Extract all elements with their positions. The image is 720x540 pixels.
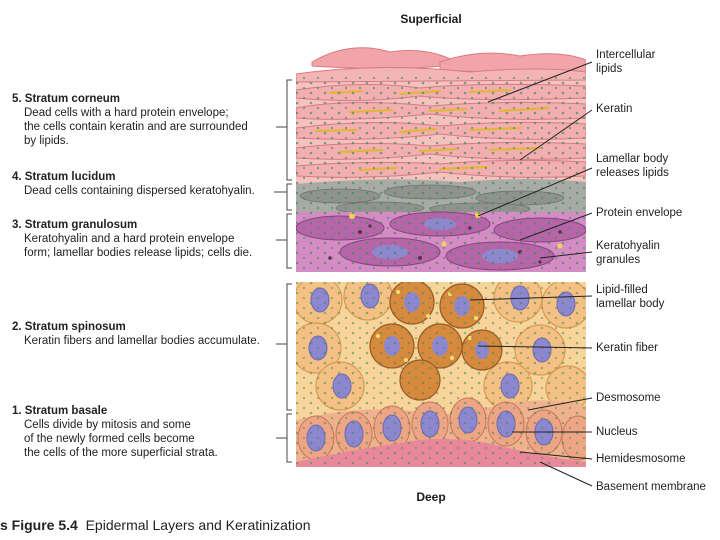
label-line: Nucleus xyxy=(596,426,638,438)
desc-line: Dead cells containing dispersed keratohy… xyxy=(24,185,255,197)
left-leader-lines xyxy=(274,126,287,439)
label-line: lipids xyxy=(596,63,623,75)
label-keratohyalin-granules: Keratohyalin granules xyxy=(596,239,660,267)
label-line: granules xyxy=(596,254,641,266)
layer-stratum-corneum: 5. Stratum corneum Dead cells with a har… xyxy=(12,92,248,148)
desc-line: Dead cells with a hard protein envelope; xyxy=(24,107,229,119)
desc-line: Keratin fibers and lamellar bodies accum… xyxy=(24,335,260,347)
figure-title: Epidermal Layers and Keratinization xyxy=(85,517,311,533)
layer-desc: Cells divide by mitosis and some of the … xyxy=(12,418,218,460)
lower-strata xyxy=(296,282,586,467)
layer-title: 4. Stratum lucidum xyxy=(12,171,116,183)
label-basement-membrane: Basement membrane xyxy=(596,480,706,494)
layer-title: 3. Stratum granulosum xyxy=(12,219,138,231)
label-keratin: Keratin xyxy=(596,102,632,116)
layer-desc: Dead cells containing dispersed keratohy… xyxy=(12,184,255,198)
label-line: lamellar body xyxy=(596,298,665,310)
label-line: Lipid-filled xyxy=(596,284,648,296)
deep-label: Deep xyxy=(416,490,446,504)
desc-line: Cells divide by mitosis and some xyxy=(24,419,191,431)
desc-line: Keratohyalin and a hard protein envelope xyxy=(24,233,235,245)
layer-stratum-granulosum: 3. Stratum granulosum Keratohyalin and a… xyxy=(12,218,252,260)
layer-desc: Keratin fibers and lamellar bodies accum… xyxy=(12,334,260,348)
right-leader-lines xyxy=(469,61,593,487)
layer-stratum-spinosum: 2. Stratum spinosum Keratin fibers and l… xyxy=(12,320,260,348)
layer-desc: Keratohyalin and a hard protein envelope… xyxy=(12,232,252,260)
layer-desc: Dead cells with a hard protein envelope;… xyxy=(12,106,248,148)
label-line: Intercellular xyxy=(596,49,656,61)
figure-caption: s Figure 5.4 Epidermal Layers and Kerati… xyxy=(0,517,311,533)
layer-brackets xyxy=(286,79,292,463)
label-line: Keratin fiber xyxy=(596,342,659,354)
label-protein-envelope: Protein envelope xyxy=(596,206,682,220)
layer-stratum-lucidum: 4. Stratum lucidum Dead cells containing… xyxy=(12,170,255,198)
label-keratin-fiber: Keratin fiber xyxy=(596,341,658,355)
desc-line: form; lamellar bodies release lipids; ce… xyxy=(24,247,253,259)
upper-strata xyxy=(296,47,586,272)
desmosome-dots xyxy=(296,282,586,467)
layer-stratum-basale: 1. Stratum basale Cells divide by mitosi… xyxy=(12,404,218,460)
label-line: Hemidesmosome xyxy=(596,453,686,465)
layer-title: 2. Stratum spinosum xyxy=(12,321,126,333)
label-line: Protein envelope xyxy=(596,207,683,219)
label-line: Keratin xyxy=(596,103,633,115)
label-lipid-filled-lamellar-body: Lipid-filled lamellar body xyxy=(596,283,664,311)
layer-title: 1. Stratum basale xyxy=(12,405,108,417)
desc-line: by lipids. xyxy=(24,135,69,147)
label-hemidesmosome: Hemidesmosome xyxy=(596,452,685,466)
label-line: releases lipids xyxy=(596,167,669,179)
label-line: Lamellar body xyxy=(596,153,669,165)
label-line: Basement membrane xyxy=(596,481,706,493)
label-line: Keratohyalin xyxy=(596,240,660,252)
figure-number: s Figure 5.4 xyxy=(0,517,78,533)
desc-line: the cells contain keratin and are surrou… xyxy=(24,121,248,133)
label-lamellar-body-releases-lipids: Lamellar body releases lipids xyxy=(596,152,669,180)
desc-line: of the newly formed cells become xyxy=(24,433,195,445)
label-nucleus: Nucleus xyxy=(596,425,638,439)
label-intercellular-lipids: Intercellular lipids xyxy=(596,48,655,76)
desmosome-dots xyxy=(296,76,586,272)
surface-flake xyxy=(311,47,462,70)
superficial-label: Superficial xyxy=(400,12,462,26)
desc-line: the cells of the more superficial strata… xyxy=(24,447,218,459)
label-desmosome: Desmosome xyxy=(596,391,661,405)
layer-title: 5. Stratum corneum xyxy=(12,93,120,105)
label-line: Desmosome xyxy=(596,392,661,404)
